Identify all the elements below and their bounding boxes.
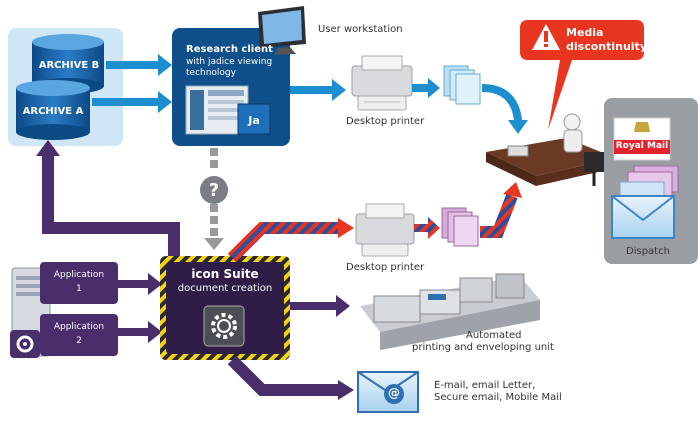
arrow-suite-to-archive	[42, 152, 180, 262]
question-mark: ?	[208, 180, 220, 201]
striped-arrow-to-printer	[227, 222, 340, 263]
suite-title: icon Suite	[191, 267, 259, 281]
arrow-app1-to-suite	[118, 273, 162, 295]
workstation-label: User workstation	[318, 24, 403, 35]
application-2-line2: 2	[76, 336, 82, 346]
jadice-logo-text: Ja	[248, 114, 260, 127]
research-line1: with jadice viewing	[186, 57, 273, 67]
arrow-archive-b	[106, 54, 172, 76]
gear-icon	[203, 305, 245, 347]
desktop-printer-top-icon	[351, 55, 413, 111]
document-stack-top-icon	[443, 65, 481, 105]
application-2-box	[40, 314, 118, 356]
application-1-line1: Application	[53, 270, 105, 280]
arrow-to-docs-top	[412, 78, 440, 98]
email-envelope-icon	[357, 371, 419, 413]
archive-a-label: ARCHIVE A	[22, 106, 84, 117]
arrow-archive-a	[92, 91, 172, 113]
application-1-box	[40, 262, 118, 304]
striped-arrow-to-desk	[480, 193, 518, 238]
desktop-printer-bottom-icon	[355, 203, 415, 257]
printer-top-label: Desktop printer	[346, 116, 425, 127]
automated-printing-machine-icon	[360, 273, 540, 350]
envelope-blue-icon	[611, 195, 675, 239]
arrow-to-printer-top	[290, 79, 346, 101]
application-1-line2: 1	[76, 284, 82, 294]
automated-line1: Automated	[466, 330, 522, 341]
arrow-to-email	[227, 355, 340, 396]
email-line2: Secure email, Mobile Mail	[434, 392, 562, 403]
research-line2: technology	[186, 68, 236, 78]
application-2-line1: Application	[53, 322, 105, 332]
arrow-app2-to-suite	[118, 321, 162, 343]
archive-a-cylinder	[16, 80, 90, 140]
jadice-logo-box	[237, 103, 271, 135]
callout-line2: discontinuity	[566, 40, 647, 53]
dispatch-label: Dispatch	[626, 246, 670, 257]
archive-b-label: ARCHIVE B	[38, 60, 100, 71]
printer-bottom-label: Desktop printer	[346, 262, 425, 273]
arrow-to-desk-blue	[481, 84, 522, 124]
email-at-symbol: @	[388, 386, 400, 400]
document-stack-bottom-icon	[441, 207, 479, 247]
question-circle	[200, 176, 228, 204]
automated-line2: printing and enveloping unit	[412, 342, 554, 353]
office-desk-person-icon	[486, 113, 616, 186]
suite-subtitle: document creation	[177, 283, 273, 294]
arrow-to-docs-bottom	[414, 217, 440, 239]
email-line1: E-mail, email Letter,	[434, 380, 536, 391]
callout-line1: Media	[566, 26, 604, 39]
workstation-monitor-icon	[258, 6, 306, 55]
arrow-to-automated	[290, 295, 350, 317]
research-title: Research client	[186, 44, 273, 55]
royal-mail-text: Royal Mail	[615, 141, 669, 151]
